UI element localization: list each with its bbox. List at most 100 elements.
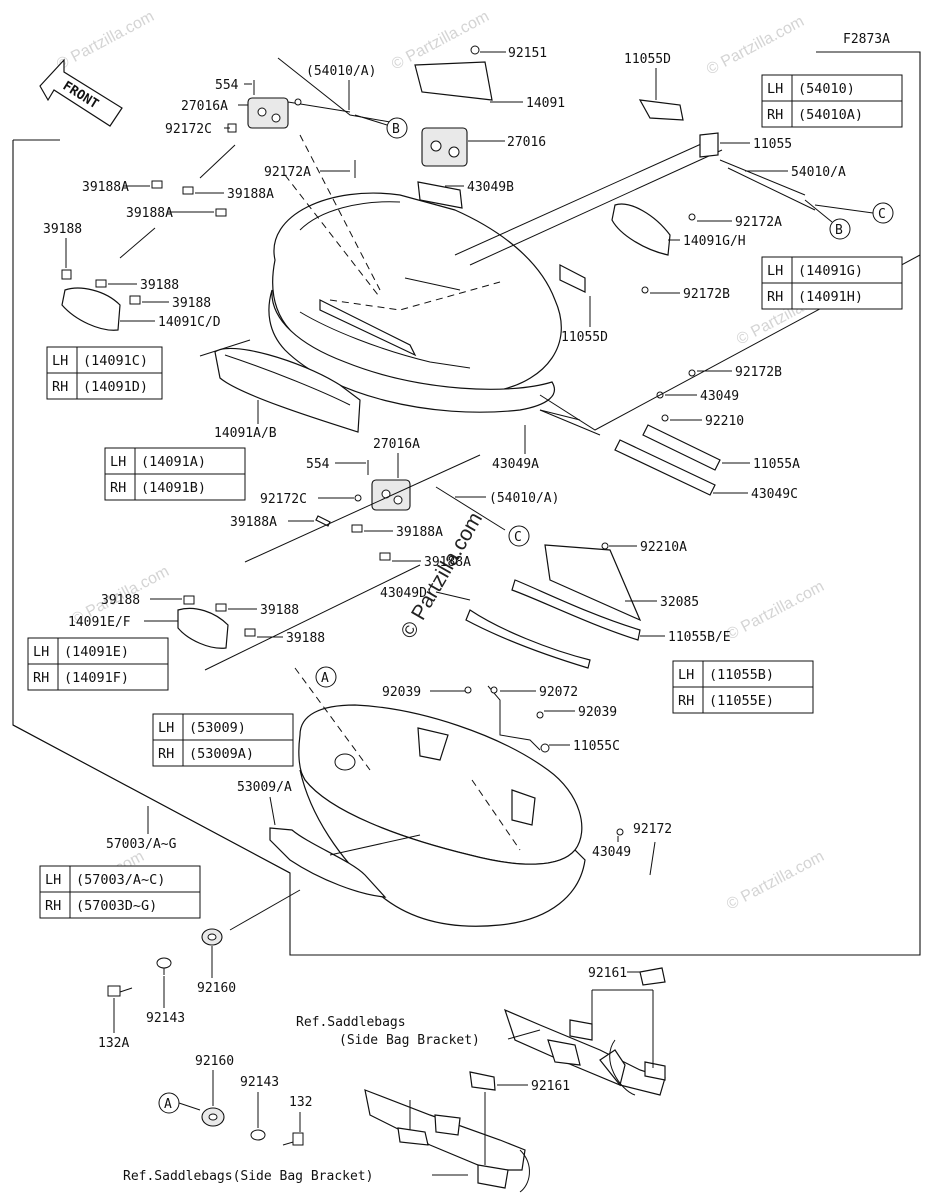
- saddlebag-lid: [268, 134, 562, 413]
- callout-39188: 39188: [172, 296, 211, 311]
- callout-14091C-D: 14091C/D: [158, 315, 221, 330]
- lh-rh-table-t53009: LH(53009)RH(53009A): [152, 713, 294, 767]
- table-side-label: RH: [678, 693, 694, 709]
- table-side-label: LH: [33, 644, 49, 660]
- marker-A: A: [164, 1097, 172, 1112]
- saddlebag-body: [294, 667, 586, 927]
- callout-92172: 92172: [633, 822, 672, 837]
- grommet-92160-a: [201, 928, 223, 946]
- lower-rail-53009: [269, 827, 387, 898]
- table-part-number: (14091H): [798, 289, 863, 305]
- lid-rail-14091A-B: [214, 347, 361, 433]
- washer-92143-b: [250, 1129, 266, 1141]
- lh-rh-table-t54010: LH(54010)RH(54010A): [761, 74, 903, 128]
- watermark: © Partzilla.com: [704, 13, 807, 79]
- callout-92210: 92210: [705, 414, 744, 429]
- table-part-number: (14091A): [141, 454, 206, 470]
- lh-rh-table-t14091CD: LH(14091C)RH(14091D): [46, 346, 163, 400]
- callout-43049: 43049: [700, 389, 739, 404]
- table-side-label: RH: [767, 289, 783, 305]
- callout-39188: 39188: [286, 631, 325, 646]
- table-part-number: (14091F): [64, 670, 129, 686]
- table-part-number: (14091E): [64, 644, 129, 660]
- callout-11055: 11055: [753, 137, 792, 152]
- callout-43049A: 43049A: [492, 457, 539, 472]
- callout-92210A: 92210A: [640, 540, 687, 555]
- small-pads-left: [61, 180, 227, 331]
- table-side-label: RH: [45, 898, 61, 914]
- callout-57003-A-G: 57003/A~G: [106, 837, 177, 852]
- table-part-number: (54010A): [798, 107, 863, 123]
- callout-92039: 92039: [578, 705, 617, 720]
- table-part-number: (53009A): [189, 746, 254, 762]
- callout-14091E-F: 14091E/F: [68, 615, 131, 630]
- callout-54010-A: 54010/A: [791, 165, 846, 180]
- callout-554: 554: [306, 457, 330, 472]
- callout-132: 132: [289, 1095, 312, 1110]
- lh-rh-tables: LH(54010)RH(54010A)LH(14091G)RH(14091H)L…: [27, 74, 903, 919]
- callout-53009-A: 53009/A: [237, 780, 292, 795]
- ref-saddlebags-line1: Ref.Saddlebags: [296, 1015, 406, 1030]
- callout-92172B: 92172B: [735, 365, 782, 380]
- watermark: © Partzilla.com: [724, 848, 827, 914]
- lh-rh-table-t14091EF: LH(14091E)RH(14091F): [27, 637, 169, 691]
- callout-43049B: 43049B: [467, 180, 514, 195]
- side-bag-bracket-lower: [364, 1071, 530, 1193]
- callout-27016A: 27016A: [181, 99, 228, 114]
- callout-27016A: 27016A: [373, 437, 420, 452]
- table-side-label: RH: [110, 480, 126, 496]
- reference-markers: B C B C A A: [158, 114, 894, 1114]
- latch-top-right: [354, 45, 493, 209]
- table-part-number: (57003/A~C): [76, 872, 165, 888]
- callout-54010A: (54010/A): [489, 491, 559, 506]
- callout-43049: 43049: [592, 845, 631, 860]
- ref-saddlebags-bottom: Ref.Saddlebags(Side Bag Bracket): [123, 1169, 373, 1184]
- side-bag-bracket-upper: [504, 967, 666, 1096]
- callout-39188: 39188: [101, 593, 140, 608]
- lh-rh-table-t57003: LH (57003/A~C) RH (57003D~G): [39, 865, 201, 919]
- callout-11055D: 11055D: [561, 330, 608, 345]
- callouts: 92151 14091 27016 43049B 554 27016A 9217…: [43, 46, 846, 1184]
- callout-39188A: 39188A: [227, 187, 274, 202]
- marker-B: B: [392, 122, 400, 137]
- ref-saddlebags-line2: (Side Bag Bracket): [339, 1033, 480, 1048]
- callout-39188A: 39188A: [82, 180, 129, 195]
- table-part-number: (14091D): [83, 379, 148, 395]
- callout-92172B: 92172B: [683, 287, 730, 302]
- table-side-label: LH: [45, 872, 61, 888]
- callout-11055A: 11055A: [753, 457, 800, 472]
- callout-92172A: 92172A: [735, 215, 782, 230]
- callout-39188A: 39188A: [230, 515, 277, 530]
- table-side-label: LH: [52, 353, 68, 369]
- callout-39188: 39188: [43, 222, 82, 237]
- marker-A: A: [321, 671, 329, 686]
- table-side-label: LH: [110, 454, 126, 470]
- bolt-132A: [107, 985, 133, 997]
- figure-code: F2873A: [843, 32, 890, 47]
- bolt-132: [282, 1132, 304, 1146]
- latch-middle: [315, 460, 506, 561]
- callout-92151: 92151: [508, 46, 547, 61]
- callout-92143: 92143: [240, 1075, 279, 1090]
- table-part-number: (54010): [798, 81, 855, 97]
- callout-39188: 39188: [260, 603, 299, 618]
- callout-11055B-E: 11055B/E: [668, 630, 731, 645]
- watermark: © Partzilla.com: [54, 8, 157, 74]
- callout-39188A: 39188A: [126, 206, 173, 221]
- table-side-label: LH: [158, 720, 174, 736]
- callout-39188: 39188: [140, 278, 179, 293]
- table-part-number: (11055E): [709, 693, 774, 709]
- callout-43049C: 43049C: [751, 487, 798, 502]
- table-part-number: (53009): [189, 720, 246, 736]
- table-side-label: LH: [767, 263, 783, 279]
- marker-B: B: [835, 223, 843, 238]
- marker-C: C: [514, 530, 522, 545]
- callout-92143: 92143: [146, 1011, 185, 1026]
- table-part-number: (14091B): [141, 480, 206, 496]
- callout-92039: 92039: [382, 685, 421, 700]
- callout-92072: 92072: [539, 685, 578, 700]
- table-part-number: (57003D~G): [76, 898, 157, 914]
- lh-rh-table-t11055BE: LH(11055B)RH(11055E): [672, 660, 814, 714]
- callout-554: 554: [215, 78, 239, 93]
- table-side-label: RH: [767, 107, 783, 123]
